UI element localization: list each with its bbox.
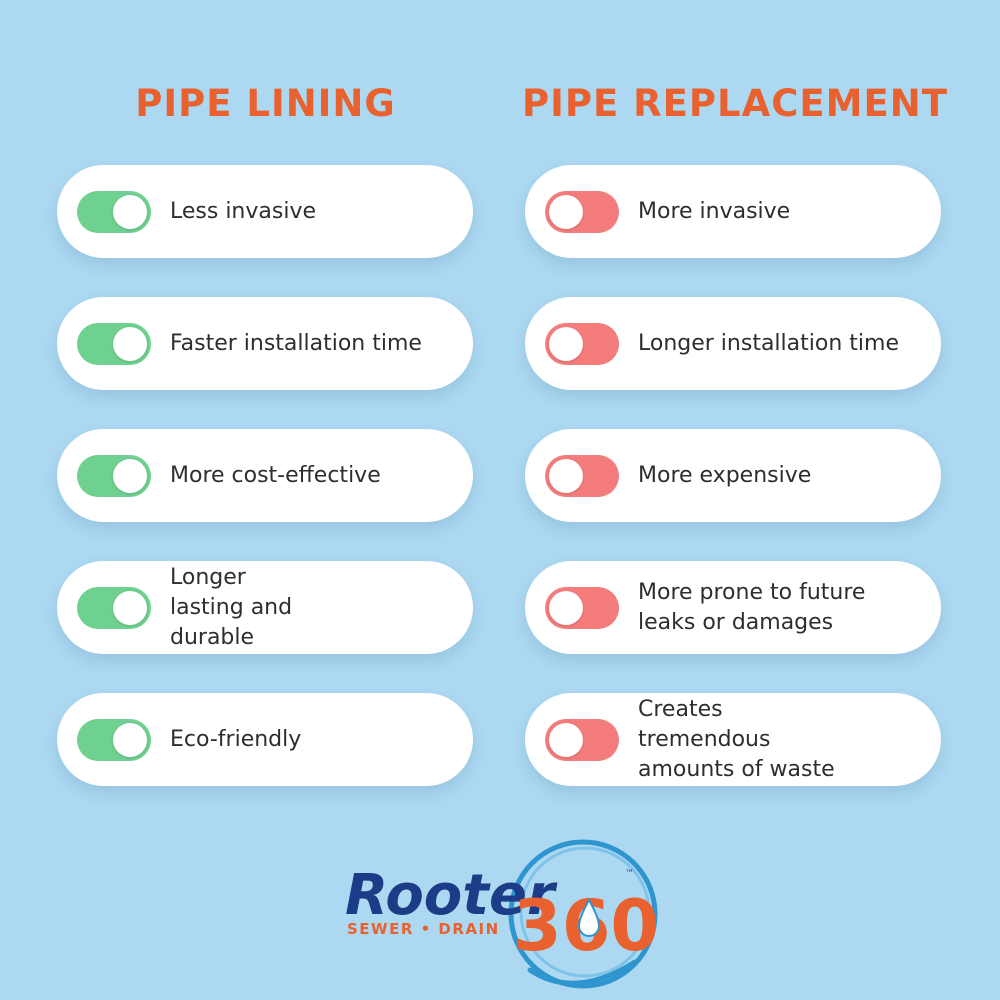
pipe-replacement-item: More invasive <box>525 165 941 258</box>
logo-swirl-ring <box>519 846 651 978</box>
toggle-switch-on[interactable] <box>77 719 151 761</box>
item-label: More prone to future leaks or damages <box>638 579 866 635</box>
item-label: More expensive <box>638 462 812 488</box>
toggle-switch-on[interactable] <box>77 323 151 365</box>
toggle-knob <box>113 327 147 361</box>
toggle-knob <box>113 723 147 757</box>
pipe-lining-item: Longer lasting and durable <box>57 561 473 654</box>
pipe-replacement-title: PIPE REPLACEMENT <box>522 82 948 125</box>
pipe-lining-list: Less invasive Faster installation time M… <box>57 165 473 825</box>
toggle-switch-off[interactable] <box>545 323 619 365</box>
toggle-switch-off[interactable] <box>545 455 619 497</box>
item-label: Less invasive <box>170 198 317 224</box>
item-label: Eco-friendly <box>170 726 302 752</box>
toggle-knob <box>549 327 583 361</box>
logo-wordmark: Rooter <box>345 863 558 928</box>
item-label: Faster installation time <box>170 330 422 356</box>
logo-swirl-ring <box>508 839 658 989</box>
pipe-lining-item: Faster installation time <box>57 297 473 390</box>
pipe-replacement-item: Creates tremendous amounts of waste <box>525 693 941 786</box>
toggle-switch-on[interactable] <box>77 191 151 233</box>
toggle-knob <box>549 591 583 625</box>
pipe-lining-item: More cost-effective <box>57 429 473 522</box>
logo-trademark: ™ <box>625 869 634 879</box>
item-label: More invasive <box>638 198 791 224</box>
rooter-360-logo: Rooter 360 ™ SEWER • DRAIN <box>345 839 659 989</box>
pipe-lining-title: PIPE LINING <box>135 82 396 125</box>
toggle-switch-off[interactable] <box>545 587 619 629</box>
toggle-switch-on[interactable] <box>77 455 151 497</box>
logo-tagline: SEWER • DRAIN <box>347 920 500 938</box>
pipe-lining-item: Eco-friendly <box>57 693 473 786</box>
toggle-switch-off[interactable] <box>545 719 619 761</box>
water-drop-icon <box>577 897 601 937</box>
pipe-replacement-item: Longer installation time <box>525 297 941 390</box>
toggle-knob <box>549 195 583 229</box>
pipe-replacement-item: More prone to future leaks or damages <box>525 561 941 654</box>
logo-swirl-tail <box>527 959 638 986</box>
item-label: More cost-effective <box>170 462 381 488</box>
item-label: Longer installation time <box>638 330 899 356</box>
toggle-knob <box>113 195 147 229</box>
pipe-replacement-list: More invasive Longer installation time M… <box>525 165 941 825</box>
item-label: Longer lasting and durable <box>170 564 293 650</box>
toggle-knob <box>113 591 147 625</box>
toggle-knob <box>549 723 583 757</box>
pipe-lining-item: Less invasive <box>57 165 473 258</box>
toggle-switch-on[interactable] <box>77 587 151 629</box>
toggle-knob <box>549 459 583 493</box>
toggle-switch-off[interactable] <box>545 191 619 233</box>
toggle-knob <box>113 459 147 493</box>
pipe-replacement-item: More expensive <box>525 429 941 522</box>
item-label: Creates tremendous amounts of waste <box>638 696 835 782</box>
